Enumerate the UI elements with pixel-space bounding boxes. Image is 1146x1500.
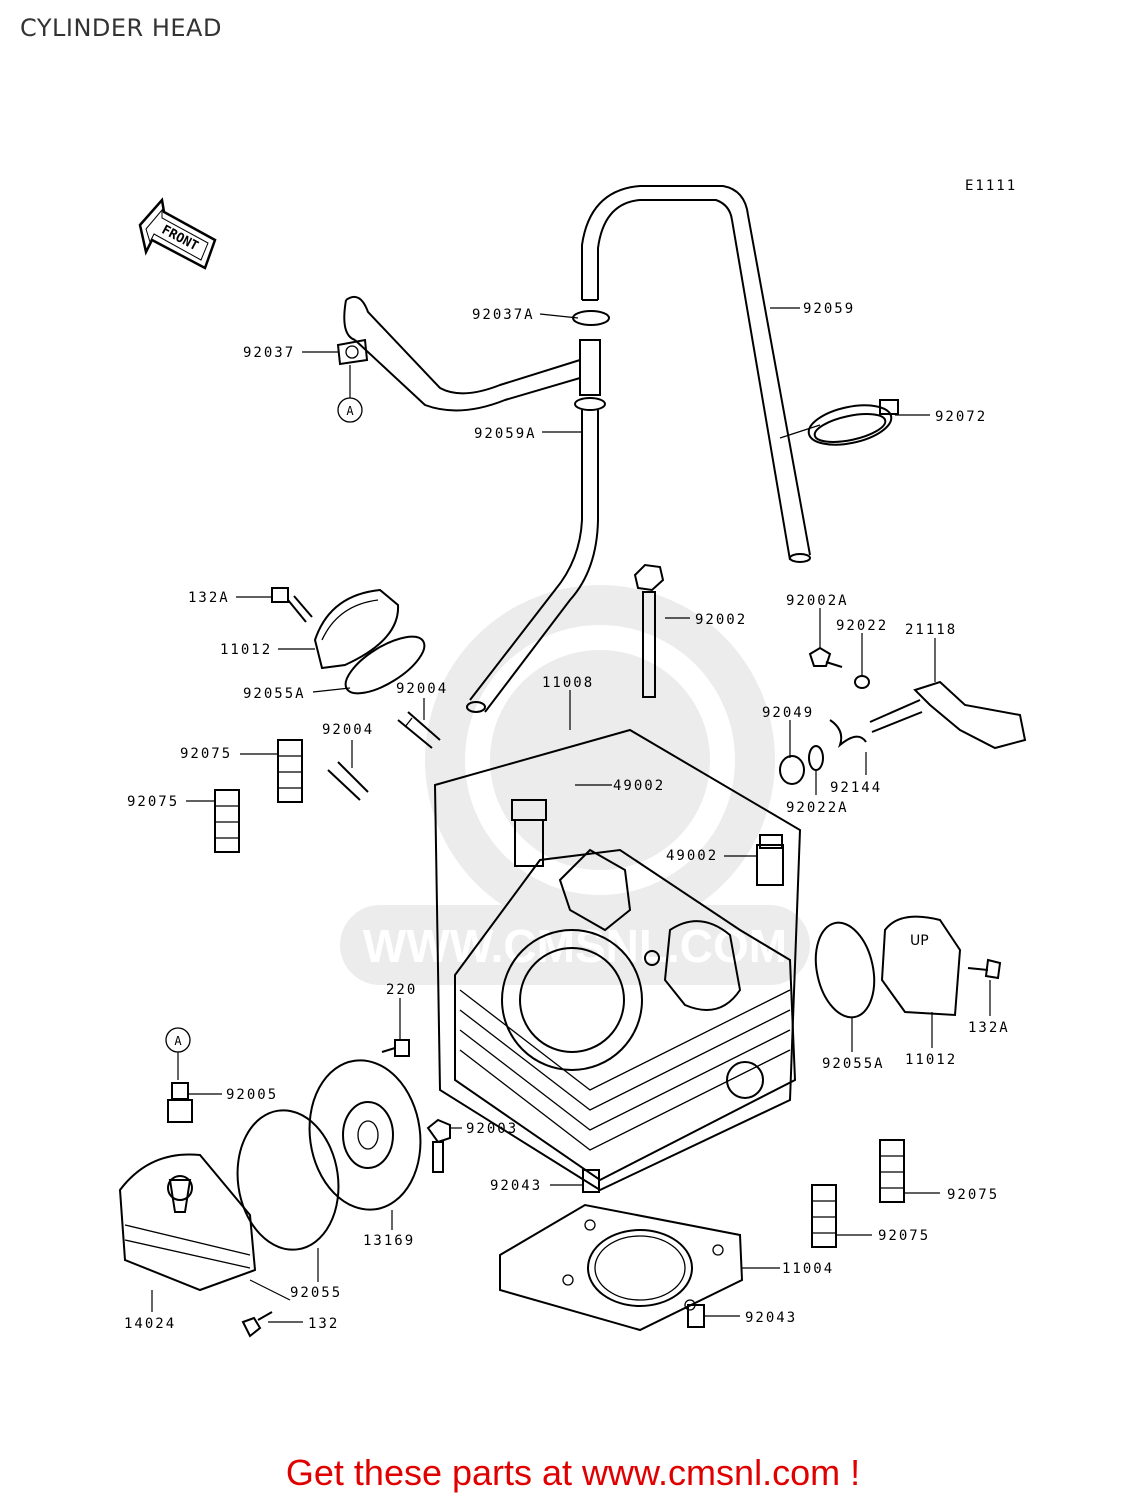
valve-guide-49002-b	[756, 834, 784, 886]
label-11012-top: 11012	[220, 642, 272, 658]
label-92144: 92144	[830, 780, 882, 796]
cover-11012-right: UP	[880, 915, 962, 1017]
valve-guide-49002-a	[511, 799, 547, 867]
stud-92004-a	[397, 711, 441, 749]
label-92055A-top: 92055A	[243, 686, 306, 702]
label-11008: 11008	[542, 675, 594, 691]
label-92072: 92072	[935, 409, 987, 425]
page-title: CYLINDER HEAD	[20, 14, 222, 42]
watermark: WWW.CMSNL.COM	[340, 585, 810, 985]
watermark-text: WWW.CMSNL.COM	[363, 920, 787, 972]
label-92003: 92003	[466, 1121, 518, 1137]
dowel-92043-a	[582, 1169, 600, 1193]
oring-92055A-right	[814, 921, 876, 1019]
label-92049: 92049	[762, 705, 814, 721]
footer-promo-link[interactable]: Get these parts at www.cmsnl.com !	[285, 1452, 861, 1493]
oring-92055	[236, 1109, 340, 1251]
clip-92037A	[572, 310, 610, 326]
washer-92022	[854, 675, 870, 689]
label-49002-b: 49002	[666, 848, 718, 864]
label-92037A: 92037A	[472, 307, 535, 323]
spring-92144	[829, 719, 867, 749]
spacer-92075-d	[811, 1184, 837, 1248]
label-92002: 92002	[695, 612, 747, 628]
breather-hose-92059	[581, 185, 811, 563]
hose-92059A	[466, 410, 599, 713]
label-132A-right: 132A	[968, 1020, 1010, 1036]
label-220: 220	[386, 982, 417, 998]
ref-marker-a-top-label: A	[346, 404, 354, 418]
ref-marker-a-top: A	[337, 365, 363, 423]
label-92055: 92055	[290, 1285, 342, 1301]
label-92059A: 92059A	[474, 426, 537, 442]
label-92075-c: 92075	[947, 1187, 999, 1203]
hose-joint	[343, 296, 606, 412]
diagram-code: E1111	[965, 178, 1017, 194]
label-92059: 92059	[803, 301, 855, 317]
label-92055A-right: 92055A	[822, 1056, 885, 1072]
bolt-92003	[426, 1118, 451, 1173]
label-92022A: 92022A	[786, 800, 849, 816]
spacer-92075-c	[879, 1139, 905, 1203]
svg-text:UP: UP	[910, 933, 929, 949]
label-92004-a: 92004	[396, 681, 448, 697]
clip-92037	[336, 338, 369, 366]
front-arrow-icon: FRONT	[138, 197, 217, 270]
seal-92049	[779, 755, 805, 785]
label-92002A: 92002A	[786, 593, 849, 609]
leader-lines	[151, 307, 991, 1323]
spacer-92075-b	[214, 789, 240, 853]
band-92072	[807, 399, 899, 446]
dowel-92043-b	[687, 1304, 705, 1328]
label-132: 132	[308, 1316, 339, 1332]
cover-14024	[118, 1153, 257, 1292]
label-49002-a: 49002	[613, 778, 665, 794]
ref-marker-a-bottom: A	[165, 1027, 191, 1080]
label-92043-b: 92043	[745, 1310, 797, 1326]
label-92004-b: 92004	[322, 722, 374, 738]
label-92043-a: 92043	[490, 1178, 542, 1194]
bolt-220	[381, 1039, 410, 1057]
stud-92004-b	[327, 761, 369, 801]
part-labels: 92037A 92059 92037 92072 92059A 132A 920…	[124, 301, 1010, 1332]
label-132A-top: 132A	[188, 590, 230, 606]
lever-21118	[869, 680, 1027, 750]
label-92075-b: 92075	[127, 794, 179, 810]
cylinder-head-11008	[433, 728, 802, 1192]
washer-92022A	[808, 745, 824, 771]
label-92075-a: 92075	[180, 746, 232, 762]
cover-11012-top	[313, 588, 400, 670]
label-21118: 21118	[905, 622, 957, 638]
bolt-132A-top	[271, 587, 313, 623]
label-92037: 92037	[243, 345, 295, 361]
label-92022: 92022	[836, 618, 888, 634]
label-92075-d: 92075	[878, 1228, 930, 1244]
label-14024: 14024	[124, 1316, 176, 1332]
ref-marker-a-bottom-label: A	[174, 1034, 182, 1048]
label-11004: 11004	[782, 1261, 834, 1277]
label-92005: 92005	[226, 1087, 278, 1103]
cover-13169	[308, 1059, 422, 1211]
label-13169: 13169	[363, 1233, 415, 1249]
bolt-132	[241, 1311, 273, 1338]
bolt-92002	[633, 563, 665, 698]
bolt-92002A	[808, 646, 843, 668]
label-11012-right: 11012	[905, 1052, 957, 1068]
gasket-11004	[499, 1203, 744, 1332]
bolt-132A-right	[967, 958, 1002, 980]
fitting-92005	[167, 1082, 193, 1123]
spacer-92075-a	[277, 739, 303, 803]
